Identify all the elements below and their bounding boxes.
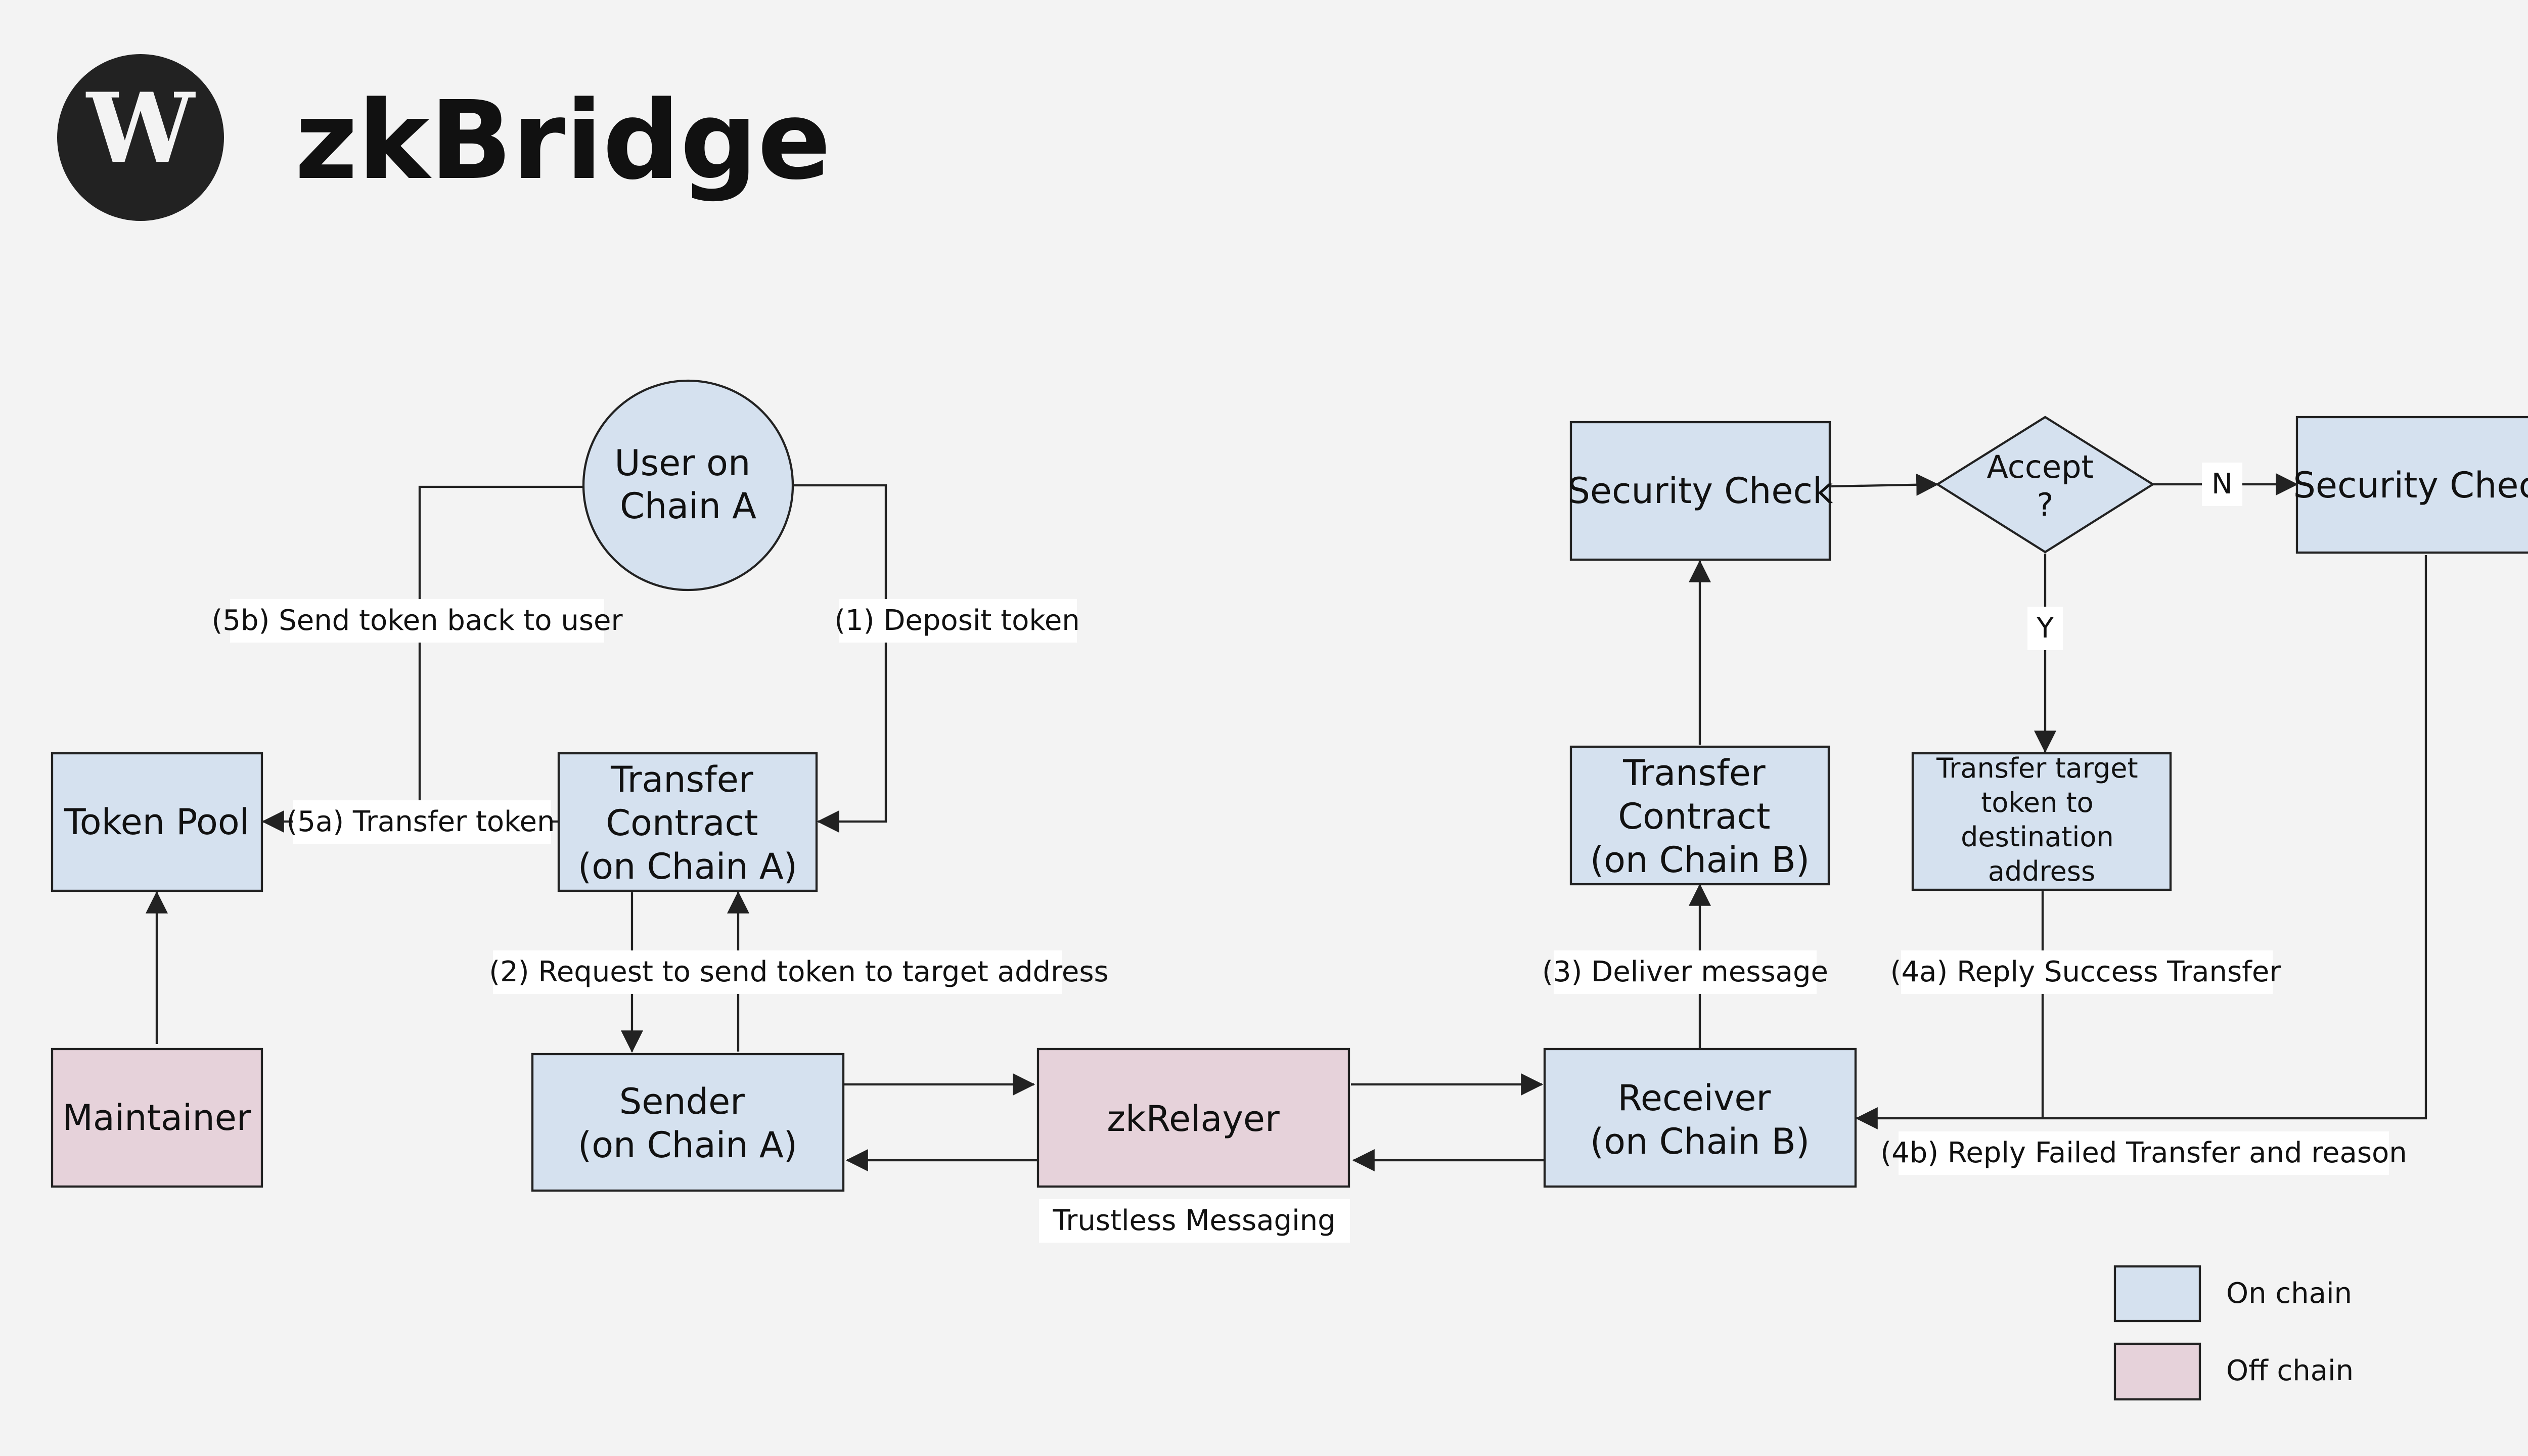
label-request-send: (2) Request to send token to target addr…: [489, 950, 1109, 994]
label-reply-failed: (4b) Reply Failed Transfer and reason: [1880, 1131, 2407, 1175]
edge-labels: (5b) Send token back to user (1) Deposit…: [212, 463, 2407, 1243]
node-token-pool: Token Pool: [51, 752, 263, 892]
svg-text:Security Check: Security Check: [2293, 465, 2528, 506]
edge-deposit: [794, 484, 887, 833]
legend-swatch-off-chain: [2113, 1342, 2201, 1401]
svg-text:(1) Deposit token: (1) Deposit token: [834, 604, 1080, 637]
svg-text:Maintainer: Maintainer: [62, 1097, 251, 1139]
node-zkrelayer: zkRelayer: [1036, 1048, 1350, 1188]
node-transfer-target: Transfer target token to destination add…: [1911, 752, 2172, 891]
svg-text:Transfer Contract: Transfer Contract (on Chain B): [1590, 752, 1810, 881]
node-security-check-right: Security Check: [2293, 416, 2528, 554]
node-transfer-contract-a: Transfer Contract (on Chain A): [557, 752, 818, 892]
node-receiver: Receiver (on Chain B): [1543, 1048, 1857, 1188]
label-trustless: Trustless Messaging: [1039, 1199, 1350, 1243]
legend-off-chain: Off chain: [2113, 1342, 2354, 1401]
page-title: zkBridge: [295, 78, 831, 204]
svg-text:(4b) Reply Failed Transfer and: (4b) Reply Failed Transfer and reason: [1880, 1136, 2407, 1169]
svg-text:(4a) Reply Success Transfer: (4a) Reply Success Transfer: [1890, 956, 2282, 988]
svg-text:Transfer target token: Transfer target token to destination add…: [1936, 752, 2147, 887]
label-reply-success: (4a) Reply Success Transfer: [1890, 950, 2282, 994]
legend-swatch-on-chain: [2113, 1265, 2201, 1323]
legend-label-off-chain: Off chain: [2226, 1354, 2354, 1387]
svg-text:(3) Deliver message: (3) Deliver message: [1542, 956, 1828, 988]
edge-send-back: [418, 485, 582, 819]
svg-text:Y: Y: [2036, 612, 2054, 645]
label-no: N: [2202, 463, 2242, 506]
node-transfer-contract-b: Transfer Contract (on Chain B): [1569, 745, 1830, 886]
svg-text:(2) Request to send token to t: (2) Request to send token to target addr…: [489, 956, 1108, 988]
node-accept-decision: Accept ?: [1935, 416, 2155, 554]
header: W zkBridge: [57, 54, 831, 221]
node-user-chain-a: User on Chain A: [582, 379, 794, 592]
edge-reply-failed: [1855, 555, 2427, 1129]
svg-text:User on Chain A: User on Chain A: [614, 442, 761, 527]
label-yes: Y: [2027, 607, 2063, 650]
node-sender: Sender (on Chain A): [531, 1053, 845, 1192]
svg-text:Token Pool: Token Pool: [64, 801, 249, 843]
node-maintainer: Maintainer: [51, 1048, 263, 1188]
connectors: [146, 473, 2427, 1171]
svg-text:zkRelayer: zkRelayer: [1107, 1098, 1280, 1140]
svg-text:Accept ?: Accept ?: [1987, 448, 2103, 523]
edge-security-accept: [1831, 473, 1939, 496]
label-transfer-token: (5a) Transfer token: [286, 800, 555, 844]
node-security-check-left: Security Check: [1567, 421, 1833, 561]
svg-text:Security Check: Security Check: [1567, 470, 1833, 512]
nodes: User on Chain A Token Pool Transfer Cont…: [51, 379, 2528, 1192]
label-send-back: (5b) Send token back to user: [212, 599, 623, 643]
legend-label-on-chain: On chain: [2226, 1277, 2352, 1310]
svg-text:Trustless Messaging: Trustless Messaging: [1052, 1204, 1335, 1237]
logo: W: [57, 54, 224, 221]
label-deliver: (3) Deliver message: [1542, 950, 1828, 994]
legend-on-chain: On chain: [2113, 1265, 2352, 1323]
svg-text:(5a) Transfer token: (5a) Transfer token: [286, 805, 555, 838]
legend: On chain Off chain: [2113, 1265, 2354, 1401]
svg-text:N: N: [2211, 468, 2233, 500]
svg-text:Sender (on Chain A): Sender (on Chain A): [578, 1081, 797, 1166]
svg-text:Transfer Contract: Transfer Contract (on Chain A): [578, 759, 797, 887]
label-deposit: (1) Deposit token: [834, 599, 1080, 643]
svg-text:Receiver (on Chain B): Receiver (on Chain B): [1590, 1077, 1810, 1162]
svg-text:(5b) Send token back to user: (5b) Send token back to user: [212, 604, 623, 637]
logo-letter: W: [85, 72, 196, 185]
